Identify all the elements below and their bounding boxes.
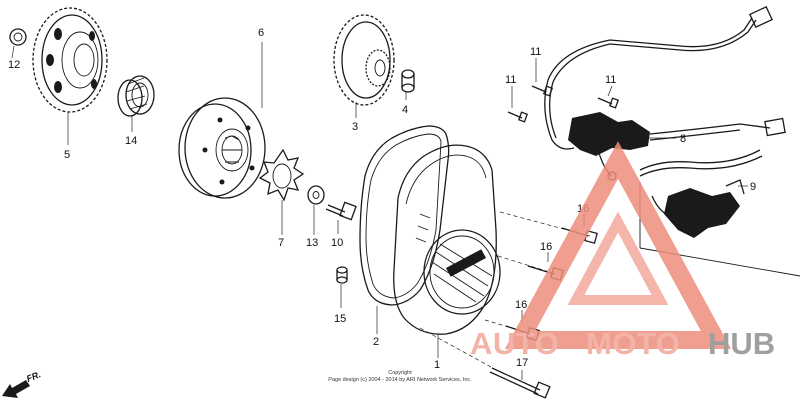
part-2-gasket	[359, 125, 450, 334]
label-4: 4	[402, 104, 408, 116]
label-1: 1	[434, 359, 440, 371]
part-12-snap-ring	[9, 28, 27, 59]
label-8: 8	[680, 133, 686, 145]
part-11-screw-c	[597, 85, 620, 109]
label-7: 7	[278, 237, 284, 249]
part-3-reduction-gear	[333, 14, 395, 118]
label-11-c: 11	[605, 74, 616, 86]
watermark-moto: MOTO	[586, 326, 680, 361]
label-13: 13	[306, 237, 318, 249]
watermark-hub: HUB	[708, 326, 775, 361]
front-direction-arrow: FR.	[2, 369, 42, 398]
label-11-b: 11	[505, 74, 516, 86]
label-16-c: 16	[515, 299, 527, 311]
part-5-starter-driven-gear	[32, 7, 108, 145]
part-8-pulse-generator	[544, 5, 786, 181]
label-12: 12	[8, 59, 20, 71]
copyright-line-1: Copyright	[388, 370, 412, 376]
label-16-b: 16	[540, 241, 552, 253]
copyright-line-2: Page design (c) 2004 - 2014 by ARI Netwo…	[328, 377, 472, 383]
watermark-logo: AUTO MOTO HUB	[470, 141, 775, 361]
label-9: 9	[750, 181, 756, 193]
label-11-a: 11	[530, 46, 541, 58]
copyright-notice: Copyright Page design (c) 2004 - 2014 by…	[328, 370, 472, 383]
part-17-bolt	[419, 327, 551, 399]
watermark-auto: AUTO	[470, 326, 559, 361]
label-6: 6	[258, 27, 264, 39]
part-6-starter-clutch	[178, 42, 266, 199]
part-15-dowel-pin	[336, 266, 348, 308]
label-5: 5	[64, 149, 70, 161]
part-7-side-plate	[258, 148, 305, 235]
label-15: 15	[334, 313, 346, 325]
part-14-needle-bearing	[117, 75, 155, 132]
label-14: 14	[125, 135, 137, 147]
part-11-screw-b	[507, 86, 529, 123]
label-10: 10	[331, 237, 343, 249]
label-17: 17	[516, 357, 528, 369]
front-direction-label: FR.	[25, 369, 42, 384]
part-13-washer	[307, 185, 325, 235]
part-1-left-crankcase-cover	[393, 144, 501, 358]
part-10-bolt	[325, 201, 357, 234]
part-4-shaft	[401, 69, 415, 100]
label-3: 3	[352, 121, 358, 133]
label-2: 2	[373, 336, 379, 348]
part-11-screw-a	[531, 58, 554, 97]
